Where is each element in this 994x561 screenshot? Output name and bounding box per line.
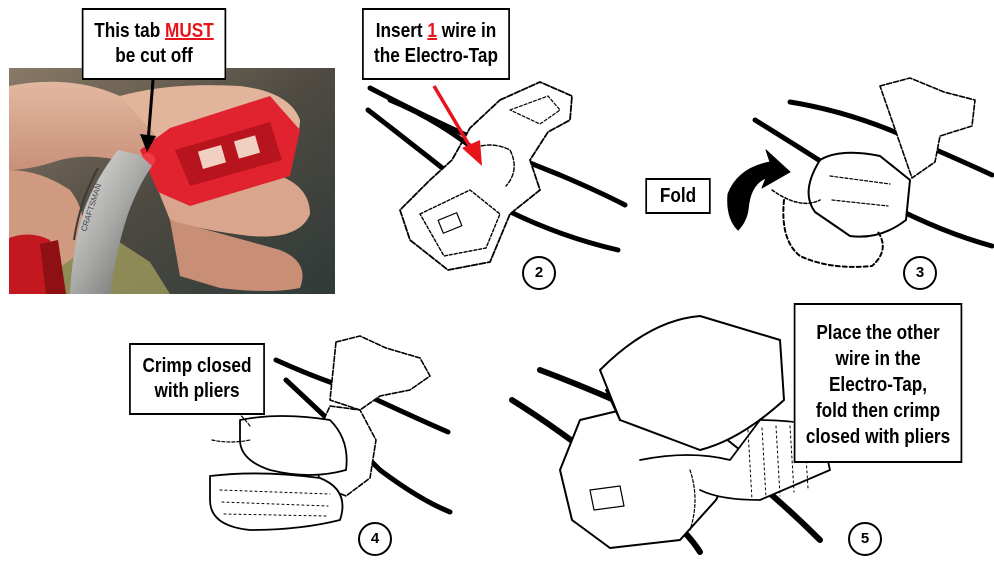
step3-drawing	[728, 78, 992, 267]
place-wire-line1: Place the other	[795, 320, 960, 346]
crimp-closed-line1: Crimp closed	[131, 354, 263, 379]
step-number-3: 3	[903, 256, 937, 290]
place-other-wire-label: Place the other wire in the Electro-Tap,…	[794, 303, 963, 463]
place-wire-line4: fold then crimp	[795, 398, 960, 424]
fold-label-text: Fold	[660, 185, 696, 207]
step-number-2: 2	[522, 256, 556, 290]
cut-tab-label-line2: be cut off	[83, 44, 224, 69]
cut-tab-label: This tab MUST be cut off	[82, 8, 226, 80]
insert-wire-emphasis: 1	[427, 20, 437, 42]
place-wire-line5: closed with pliers	[795, 424, 960, 450]
place-wire-line3: Electro-Tap,	[795, 372, 960, 398]
step2-drawing	[368, 82, 625, 270]
cut-tab-label-emphasis: MUST	[165, 20, 214, 42]
place-wire-line2: wire in the	[795, 346, 960, 372]
step-number-5: 5	[848, 522, 882, 556]
cut-tab-label-prefix: This tab	[94, 20, 165, 42]
fold-label: Fold	[645, 178, 710, 214]
crimp-closed-line2: with pliers	[131, 379, 263, 404]
insert-wire-prefix: Insert	[376, 20, 428, 42]
insert-wire-line2: the Electro-Tap	[364, 44, 508, 69]
crimp-closed-label: Crimp closed with pliers	[129, 343, 265, 415]
insert-wire-suffix: wire in	[437, 20, 496, 42]
step-number-4: 4	[358, 522, 392, 556]
insert-wire-label: Insert 1 wire in the Electro-Tap	[362, 8, 510, 80]
step5-drawing	[512, 316, 830, 552]
